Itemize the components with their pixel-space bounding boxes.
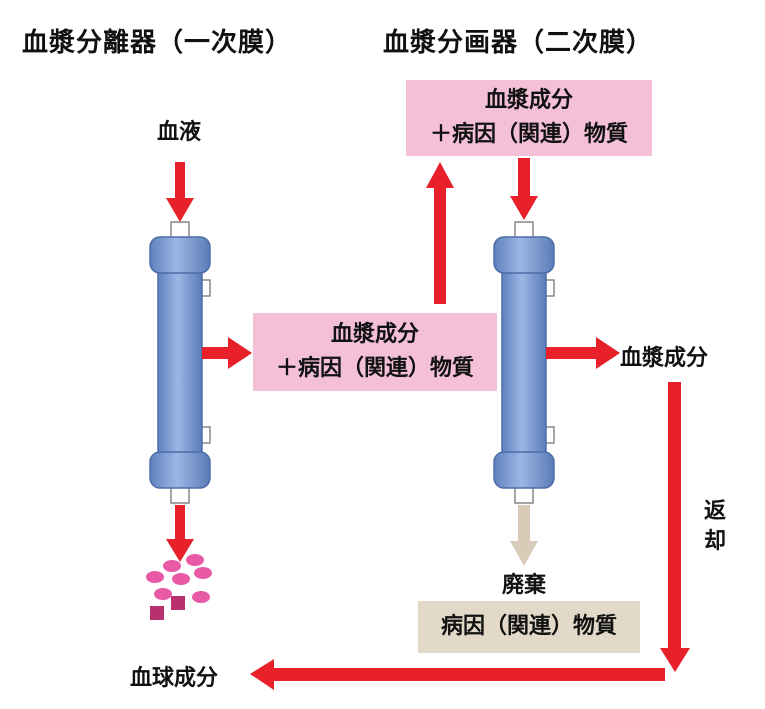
box-top-line1: 血漿成分 [484,88,573,113]
heading-plasma-fractionator: 血漿分画器（二次膜） [383,28,654,58]
box-middle-line2: ＋病因（関連）物質 [275,356,474,381]
blood-cells-icon [146,554,212,620]
arrow-to-filter2 [510,158,538,220]
arrow-filter2-to-plasma-out [546,337,620,369]
box-plasma-pathogen-top: 血漿成分 ＋病因（関連）物質 [406,80,652,156]
arrow-plasma-up [426,162,454,304]
arrow-filter1-to-plasma [202,337,252,369]
label-blood: 血液 [157,120,202,145]
label-blood-cells: 血球成分 [130,666,219,691]
label-waste: 廃棄 [502,573,547,598]
label-return-1: 返 [704,499,727,524]
box-top-line2: ＋病因（関連）物質 [429,122,628,147]
arrow-waste [510,505,538,566]
box-pathogen-waste: 病因（関連）物質 [418,601,640,653]
plasma-fractionator-filter [493,221,555,504]
box-middle-line1: 血漿成分 [330,322,419,347]
arrow-return [250,382,690,690]
arrow-blood-cells-out [166,505,194,562]
box-plasma-pathogen-middle: 血漿成分 ＋病因（関連）物質 [253,313,497,391]
label-plasma-out: 血漿成分 [620,346,709,371]
box-waste-line1: 病因（関連）物質 [440,614,617,639]
label-return-2: 却 [704,529,727,554]
arrow-blood-in [166,162,194,222]
plasma-separator-filter [149,221,211,504]
heading-plasma-separator: 血漿分離器（一次膜） [22,28,293,58]
